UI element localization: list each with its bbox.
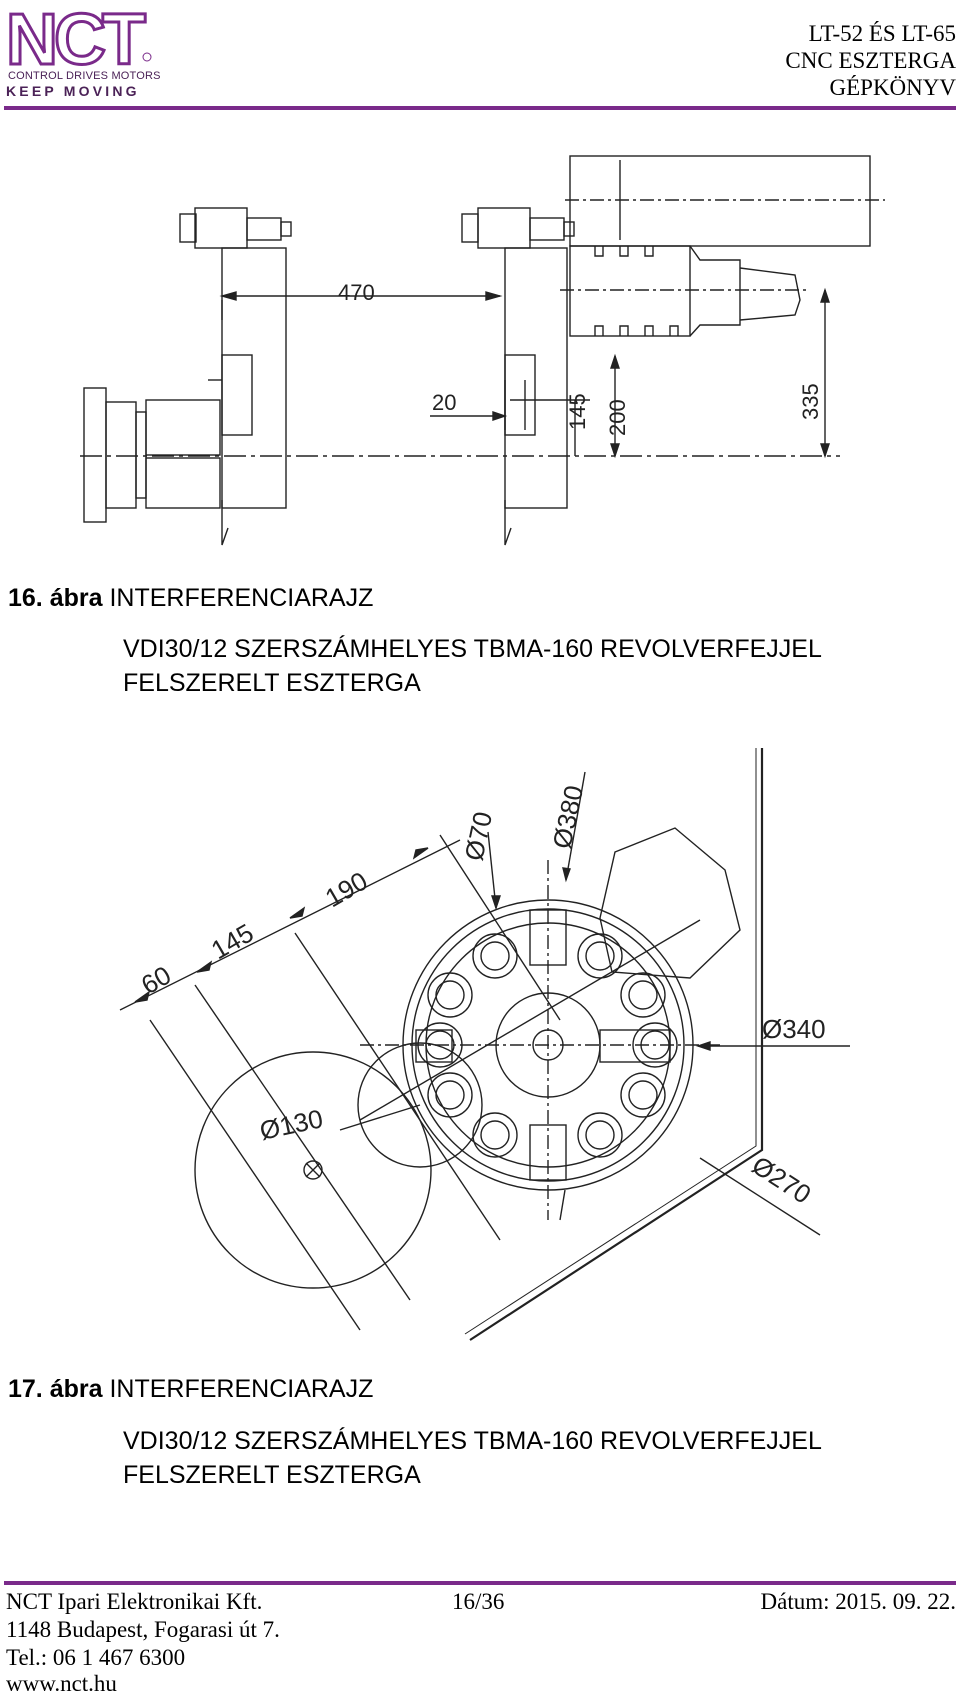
dim-label-20: 20 (432, 390, 456, 415)
chuck (83, 387, 221, 523)
figure16-drawing: 470 20 145 200 335 (80, 155, 885, 546)
driven-tool-housing (599, 827, 741, 979)
dimension-470 (219, 291, 503, 320)
dim-label-d380: Ø380 (547, 783, 590, 851)
dim-label-d70: Ø70 (459, 809, 499, 863)
turret-body (560, 155, 885, 337)
figure17-title: INTERFERENCIARAJZ (109, 1375, 374, 1403)
figure17-subtitle: VDI30/12 SZERSZÁMHELYES TBMA-160 REVOLVE… (123, 1424, 822, 1492)
dim-label-60: 60 (136, 960, 176, 1000)
title-line-1: LT-52 ÉS LT-65 (808, 21, 956, 46)
header-divider (4, 106, 956, 110)
figure17-drawing: 60 145 190 Ø70 Ø380 Ø340 Ø130 Ø270 (119, 748, 850, 1341)
footer-website[interactable]: www.nct.hu (6, 1671, 117, 1696)
figure16-subtitle: VDI30/12 SZERSZÁMHELYES TBMA-160 REVOLVE… (123, 632, 822, 700)
footer-divider (4, 1581, 956, 1585)
logo-tagline-1: CONTROL DRIVES MOTORS (8, 70, 161, 82)
dim-label-470: 470 (338, 280, 375, 305)
workpiece-circle (194, 1051, 432, 1289)
figure17-number: 17. ábra (8, 1375, 103, 1403)
dim-label-335: 335 (798, 383, 823, 420)
document-title: LT-52 ÉS LT-65 CNC ESZTERGA GÉPKÖNYV (785, 20, 956, 101)
footer-phone: Tel.: 06 1 467 6300 (6, 1645, 186, 1670)
tool-holder-right (461, 207, 575, 546)
title-line-2: CNC ESZTERGA (785, 48, 956, 73)
figure16-title: INTERFERENCIARAJZ (109, 584, 374, 612)
figure17-subtitle-line-2: FELSZERELT ESZTERGA (123, 1461, 421, 1489)
turret-disk (359, 860, 720, 1220)
logo-mark: NCT (6, 2, 146, 72)
footer-address: 1148 Budapest, Fogarasi út 7. (6, 1617, 280, 1642)
figure16-subtitle-line-2: FELSZERELT ESZTERGA (123, 669, 421, 697)
figure17-caption: 17. ábra INTERFERENCIARAJZ (8, 1375, 373, 1404)
dim-label-200: 200 (605, 399, 630, 436)
tool-stations (415, 909, 678, 1181)
guard-outline (469, 748, 764, 1341)
dim-label-d130: Ø130 (257, 1103, 325, 1146)
dim-label-d270: Ø270 (747, 1150, 817, 1210)
figure16-caption: 16. ábra INTERFERENCIARAJZ (8, 584, 373, 613)
footer-date: Dátum: 2015. 09. 22. (760, 1589, 957, 1614)
figure16-number: 16. ábra (8, 584, 103, 612)
tool-holder-left (179, 207, 292, 546)
nct-logo: NCT (6, 2, 152, 72)
dim-label-145b: 145 (206, 918, 259, 966)
footer-company: NCT Ipari Elektronikai Kft. (6, 1589, 263, 1614)
figure17-subtitle-line-1: VDI30/12 SZERSZÁMHELYES TBMA-160 REVOLVE… (123, 1427, 822, 1455)
footer-page-number: 16/36 (452, 1589, 505, 1614)
dim-label-145: 145 (565, 393, 590, 430)
figure16-subtitle-line-1: VDI30/12 SZERSZÁMHELYES TBMA-160 REVOLVE… (123, 635, 822, 663)
title-line-3: GÉPKÖNYV (829, 75, 957, 100)
logo-tagline-2: KEEP MOVING (6, 83, 140, 99)
dim-label-d340: Ø340 (762, 1014, 826, 1044)
